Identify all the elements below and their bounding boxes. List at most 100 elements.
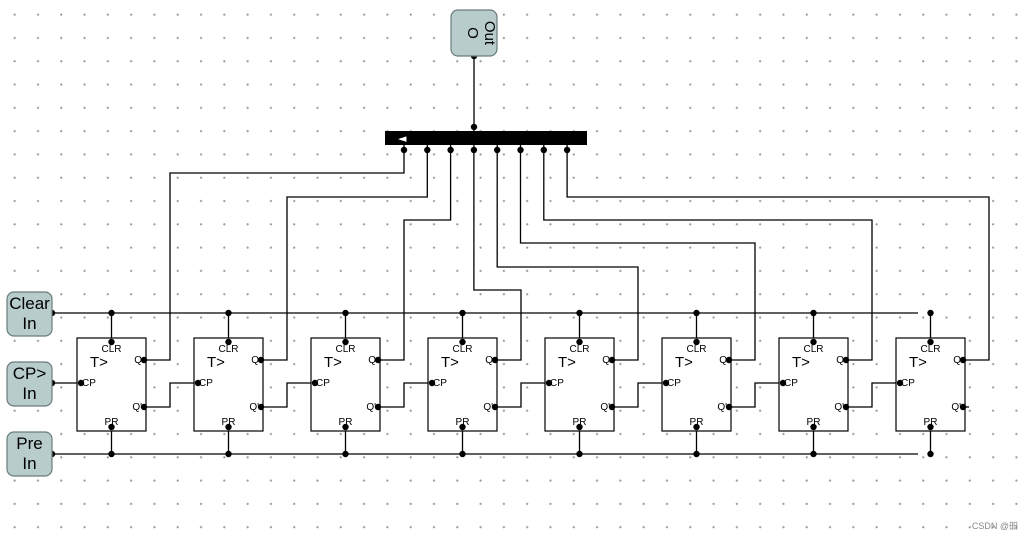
flipflop-type-label: T> (792, 354, 810, 371)
q-feedback-wire (566, 145, 990, 361)
flipflop-5[interactable] (544, 337, 615, 432)
junction-dot (225, 423, 232, 431)
junction-dot (459, 309, 466, 317)
junction-dot (77, 379, 85, 387)
flipflop-pr-label: PR (339, 417, 353, 428)
flipflop-cp-label: CP (199, 378, 213, 389)
pre-input-pin[interactable] (6, 431, 53, 477)
junction-dot (842, 403, 850, 411)
wires (52, 56, 990, 455)
flipflop-qn-label: Q' (249, 402, 259, 413)
q-feedback-wire (473, 145, 522, 361)
junction-dot (779, 379, 787, 387)
junction-dot (491, 356, 499, 364)
junction-dot (608, 356, 616, 364)
flipflop-qn-label: Q' (600, 402, 610, 413)
pre-input-label-line2: In (22, 454, 37, 473)
flipflop-type-label: T> (90, 354, 108, 371)
flipflop-q-label: Q (485, 355, 493, 366)
flipflop-type-label: T> (207, 354, 225, 371)
junction-dot (545, 379, 553, 387)
junction-dot (257, 356, 265, 364)
junction-dot (693, 309, 700, 317)
junction-dot (494, 146, 501, 154)
flipflop-qn-label: Q' (483, 402, 493, 413)
cp-input-label-line1: CP> (12, 364, 47, 383)
flipflop-q-label: Q (602, 355, 610, 366)
junction-dot (896, 379, 904, 387)
output-pin-label-bottom: Out (481, 21, 498, 46)
junction-dot (108, 450, 115, 458)
junction-dot (927, 309, 934, 317)
junction-dot (342, 450, 349, 458)
junction-dot (108, 423, 115, 431)
flipflop-cp-label: CP (550, 378, 564, 389)
junction-dot (428, 379, 436, 387)
flipflop-clr-label: CLR (218, 344, 238, 355)
clear-input-pin[interactable] (6, 291, 53, 337)
flipflop-pr-label: PR (222, 417, 236, 428)
junction-dot (517, 146, 524, 154)
flipflop-8[interactable] (895, 337, 966, 432)
junction-dot (842, 356, 850, 364)
flipflop-pr-label: PR (573, 417, 587, 428)
junction-dot (108, 309, 115, 317)
junction-dot (225, 338, 232, 346)
clear-input-label-line2: In (22, 314, 37, 333)
flipflop-cp-label: CP (901, 378, 915, 389)
flipflop-7[interactable] (778, 337, 849, 432)
flipflop-clr-label: CLR (686, 344, 706, 355)
junction-dot (194, 379, 202, 387)
junction-dot (959, 356, 967, 364)
junction-dot (576, 423, 583, 431)
flipflop-2[interactable] (193, 337, 264, 432)
junction-dot (927, 450, 934, 458)
flipflop-type-label: T> (324, 354, 342, 371)
junction-dot (400, 146, 408, 154)
splitter-arrow-icon: ◄ (398, 132, 407, 145)
junction-dot (470, 146, 478, 154)
flipflop-q-label: Q (719, 355, 727, 366)
cp-input-pin[interactable] (6, 361, 53, 407)
junction-dot (311, 379, 319, 387)
flipflop-body (895, 337, 966, 432)
flipflop-pr-label: PR (105, 417, 119, 428)
junction-dot (563, 146, 571, 154)
flipflop-body (544, 337, 615, 432)
junction-dot (470, 123, 478, 131)
junction-dot (108, 338, 115, 346)
splitter-bus[interactable]: ◄ (385, 131, 587, 145)
flipflop-1[interactable] (76, 337, 147, 432)
flipflop-qn-label: Q' (366, 402, 376, 413)
flipflop-type-label: T> (441, 354, 459, 371)
flipflop-clr-label: CLR (920, 344, 940, 355)
watermark: CSDN @昍 (971, 521, 1018, 531)
flipflop-clr-label: CLR (569, 344, 589, 355)
qn-to-cp-wire (380, 382, 428, 408)
output-pin[interactable] (450, 9, 498, 57)
splitter-bar[interactable] (385, 131, 587, 145)
q-feedback-wire (263, 145, 428, 361)
flipflop-type-label: T> (558, 354, 576, 371)
flipflop-3[interactable] (310, 337, 381, 432)
flipflop-qn-label: Q' (834, 402, 844, 413)
flipflop-cp-label: CP (82, 378, 96, 389)
flipflop-pr-label: PR (807, 417, 821, 428)
flipflop-q-label: Q (251, 355, 259, 366)
junction-dot (725, 403, 733, 411)
flipflop-clr-label: CLR (335, 344, 355, 355)
qn-to-cp-wire (731, 382, 779, 408)
junction-dot (225, 450, 232, 458)
flipflop-4[interactable] (427, 337, 498, 432)
flipflop-cp-label: CP (784, 378, 798, 389)
junction-dot (447, 146, 454, 154)
junction-dot (342, 423, 349, 431)
flipflop-body (193, 337, 264, 432)
q-feedback-wire (380, 145, 452, 361)
junction-dot (374, 356, 382, 364)
pre-input-label-line1: Pre (16, 434, 43, 453)
flipflop-pr-label: PR (456, 417, 470, 428)
flipflop-6[interactable] (661, 337, 732, 432)
junction-dot (927, 338, 934, 346)
